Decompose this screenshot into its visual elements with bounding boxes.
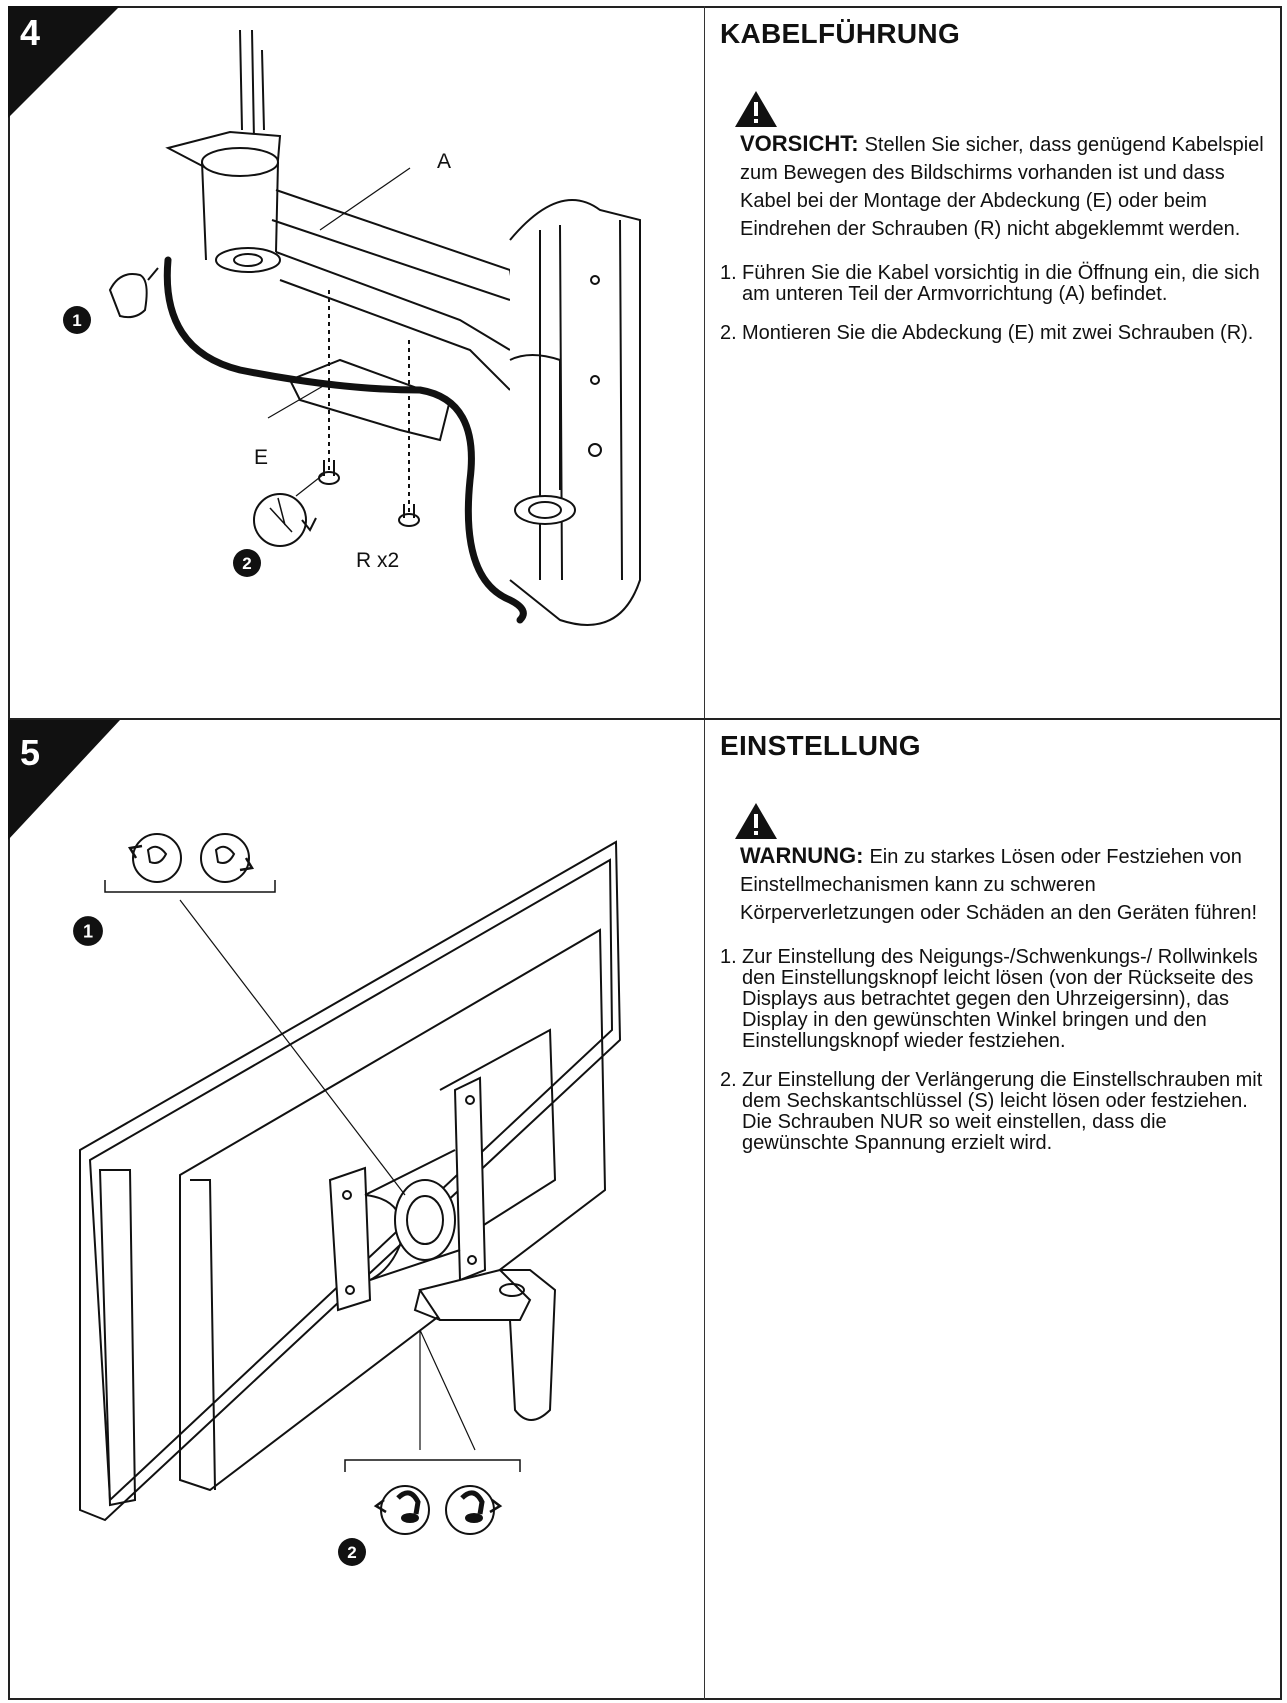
warning-text: Ein zu starkes Lösen oder Festziehen von… bbox=[740, 846, 1258, 924]
warning-triangle-icon bbox=[735, 91, 777, 127]
step-5-tab bbox=[8, 720, 120, 840]
label-r-x2: R x2 bbox=[356, 549, 400, 572]
step-4-instructions: 1.Führen Sie die Kabel vorsichtig in die… bbox=[720, 263, 1270, 344]
panel-grid bbox=[8, 6, 1282, 1700]
list-item: 2.Montieren Sie die Abdeckung (E) mit zw… bbox=[720, 323, 1270, 344]
row-divider bbox=[8, 718, 1282, 720]
item-number: 2. bbox=[720, 322, 737, 344]
step-5-text-panel: EINSTELLUNG WARNUNG:Ein zu starkes Lösen… bbox=[720, 730, 1270, 1172]
adjustment-illustration bbox=[79, 833, 622, 1535]
list-item: 1.Führen Sie die Kabel vorsichtig in die… bbox=[720, 263, 1270, 305]
step-4-title: KABELFÜHRUNG bbox=[720, 18, 961, 49]
warning-triangle-icon bbox=[735, 803, 777, 839]
step-5-title: EINSTELLUNG bbox=[720, 730, 921, 761]
column-divider bbox=[704, 6, 705, 1700]
step-5-number: 5 bbox=[20, 732, 41, 773]
cable-routing-illustration bbox=[108, 29, 641, 626]
step-5-instructions: 1.Zur Einstellung des Neigungs-/Schwenku… bbox=[720, 947, 1270, 1154]
item-number: 1. bbox=[720, 262, 737, 284]
caution-paragraph: VORSICHT:Stellen Sie sicher, dass genüge… bbox=[740, 130, 1270, 243]
badge-2-text: 2 bbox=[242, 554, 251, 573]
badge-1-icon: 1 bbox=[63, 306, 91, 334]
item-number: 2. bbox=[720, 1069, 737, 1091]
badge-1-text: 1 bbox=[83, 921, 93, 941]
item-text: Zur Einstellung der Verlängerung die Ein… bbox=[742, 1069, 1263, 1154]
label-e: E bbox=[254, 446, 269, 469]
caution-lead: VORSICHT: bbox=[740, 131, 859, 156]
badge-1-icon: 1 bbox=[73, 916, 103, 946]
step-4-text-panel: KABELFÜHRUNG VORSICHT:Stellen Sie sicher… bbox=[720, 18, 1270, 362]
item-text: Montieren Sie die Abdeckung (E) mit zwei… bbox=[742, 322, 1254, 344]
warning-paragraph: WARNUNG:Ein zu starkes Lösen oder Festzi… bbox=[740, 842, 1270, 927]
badge-2-text: 2 bbox=[347, 1543, 356, 1562]
label-a: A bbox=[437, 150, 452, 173]
item-text: Führen Sie die Kabel vorsichtig in die Ö… bbox=[742, 262, 1260, 305]
warning-lead: WARNUNG: bbox=[740, 843, 864, 868]
item-number: 1. bbox=[720, 946, 737, 968]
list-item: 1.Zur Einstellung des Neigungs-/Schwenku… bbox=[720, 947, 1270, 1052]
badge-1-text: 1 bbox=[72, 311, 81, 330]
caution-text: Stellen Sie sicher, dass genügend Kabels… bbox=[740, 134, 1264, 240]
step-4-number: 4 bbox=[20, 12, 41, 53]
step-4-tab bbox=[8, 6, 120, 118]
badge-2-icon: 2 bbox=[338, 1538, 366, 1566]
badge-2-icon: 2 bbox=[233, 549, 261, 577]
item-text: Zur Einstellung des Neigungs-/Schwenkung… bbox=[742, 946, 1258, 1052]
list-item: 2.Zur Einstellung der Verlängerung die E… bbox=[720, 1070, 1270, 1154]
